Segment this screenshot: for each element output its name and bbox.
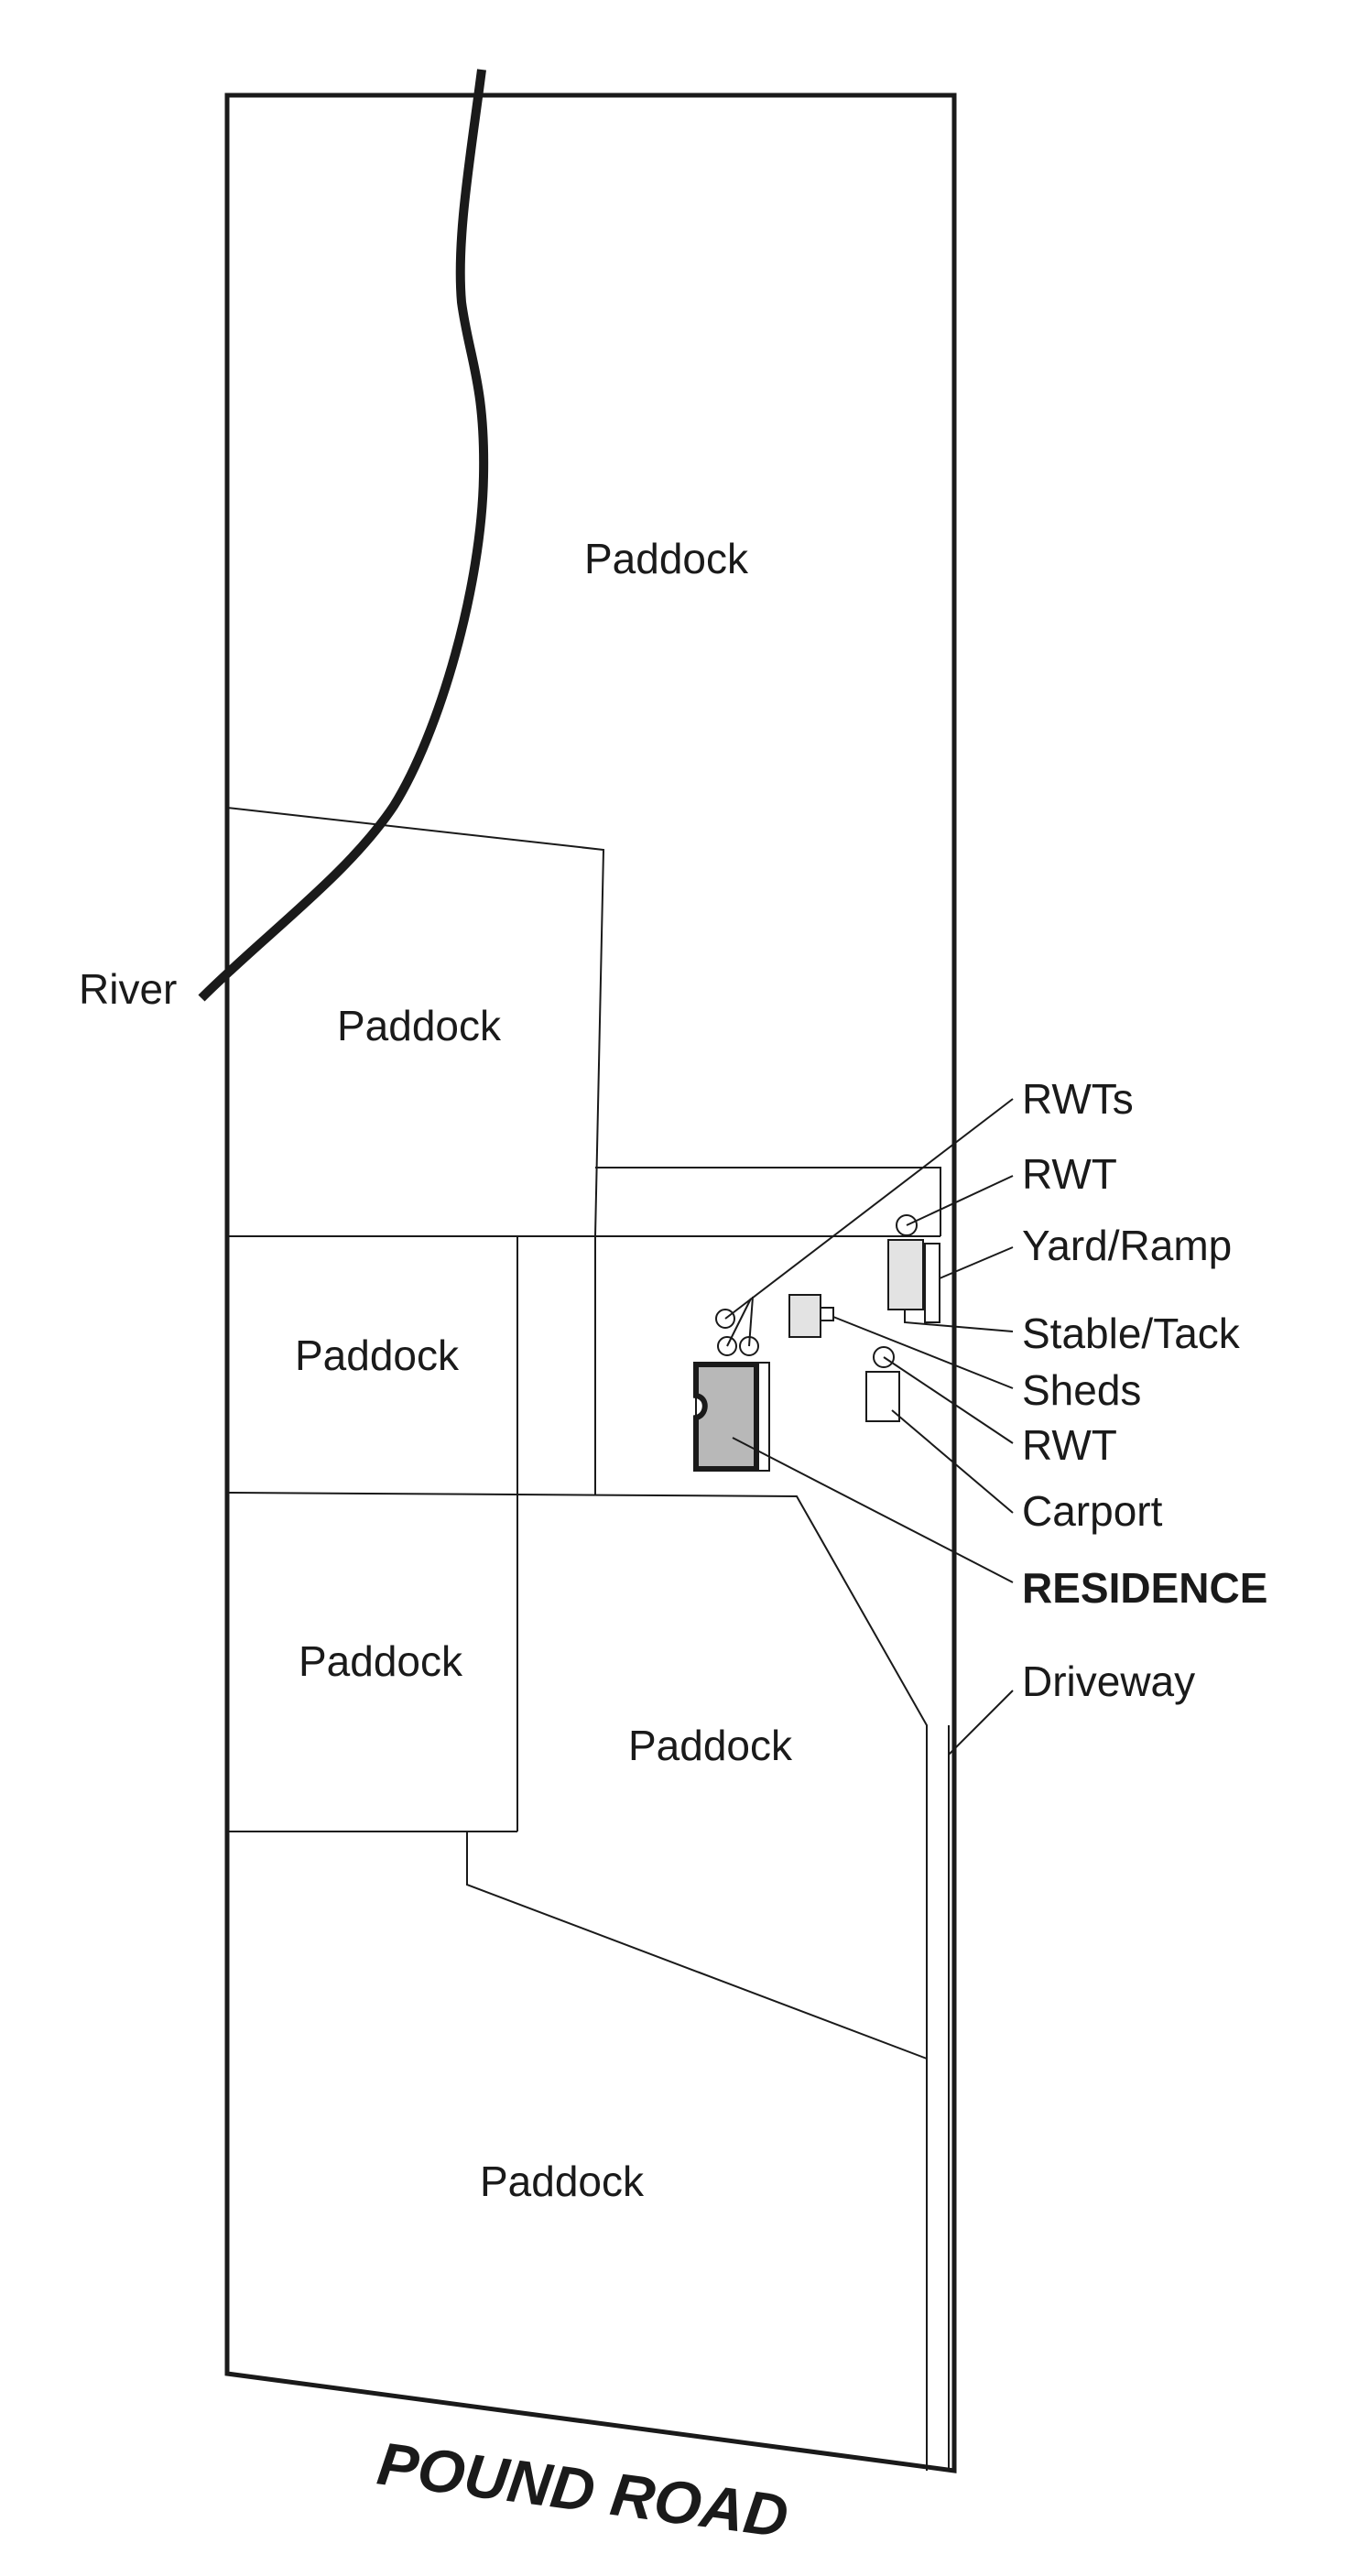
rwts-label: RWTs <box>1022 1075 1134 1123</box>
leader-stable-tack <box>904 1310 1014 1332</box>
sheds-label: Sheds <box>1022 1366 1141 1414</box>
property-boundary <box>224 92 957 2473</box>
leader-rwt-north <box>906 1175 1014 1226</box>
leader-rwts <box>726 1298 752 1347</box>
rwt-south-label: RWT <box>1022 1421 1117 1469</box>
river-line <box>198 69 489 1002</box>
rwt-north-label: RWT <box>1022 1150 1117 1198</box>
residence-building <box>693 1362 759 1472</box>
paddock-label: Paddock <box>584 535 749 582</box>
paddock-label: Paddock <box>295 1331 460 1379</box>
rwt-tank-icon <box>896 1214 918 1236</box>
driveway-label: Driveway <box>1022 1658 1195 1705</box>
stable-tack-building <box>887 1239 924 1310</box>
residence-label: RESIDENCE <box>1022 1564 1267 1612</box>
shed-building <box>788 1294 821 1338</box>
fence-lower-diagonal <box>466 1831 928 2060</box>
leader-driveway <box>948 1690 1014 1755</box>
leader-rwts <box>748 1296 754 1347</box>
rwt-tank-icon <box>873 1346 895 1368</box>
carport-label: Carport <box>1022 1487 1163 1535</box>
paddock-labels: Paddock Paddock Paddock Paddock Paddock … <box>295 535 793 2205</box>
fence-upper-west-paddock <box>226 807 605 1237</box>
leader-carport <box>891 1409 1014 1514</box>
paddock-label: Paddock <box>480 2158 645 2205</box>
road-label: POUND ROAD <box>374 2429 792 2550</box>
paddock-fences <box>226 807 950 2471</box>
farm-buildings <box>693 1214 940 1472</box>
paddock-label: Paddock <box>337 1002 502 1049</box>
leader-residence <box>732 1437 1014 1583</box>
river-label: River <box>79 965 177 1013</box>
yard-ramp-structure <box>924 1243 940 1323</box>
shed-annex <box>820 1307 834 1321</box>
fence-yard-north <box>595 1167 941 1236</box>
paddock-label: Paddock <box>299 1637 463 1685</box>
stable-tack-label: Stable/Tack <box>1022 1310 1241 1357</box>
paddock-label: Paddock <box>628 1722 793 1769</box>
leader-rwt-south <box>883 1356 1014 1444</box>
leader-yard-ramp <box>939 1246 1014 1279</box>
leader-sheds <box>832 1316 1014 1389</box>
carport-structure <box>865 1371 900 1422</box>
feature-labels: RWTs RWT Yard/Ramp Stable/Tack Sheds RWT… <box>1022 1075 1267 1705</box>
label-leader-lines <box>724 1098 1014 1755</box>
rwt-tank-icon <box>717 1336 737 1356</box>
fence-house-south <box>226 1492 928 2471</box>
leader-rwts <box>724 1098 1014 1320</box>
yard-ramp-label: Yard/Ramp <box>1022 1222 1232 1269</box>
rwt-tank-icon <box>715 1309 735 1329</box>
